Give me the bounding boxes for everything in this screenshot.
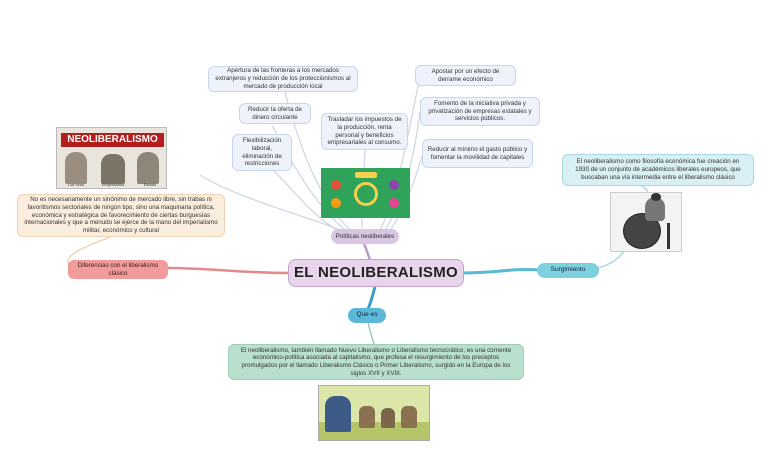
- politica-item[interactable]: Apostar por un efecto de derrame económi…: [415, 65, 516, 86]
- politicas-infographic-image: [321, 168, 410, 218]
- diferencias-text[interactable]: No es necesariamente un sinónimo de merc…: [17, 194, 225, 237]
- cartoon-figure: [101, 154, 125, 184]
- diferencias-node[interactable]: Diferencias con el liberalismo clásico: [68, 260, 168, 279]
- politicas-node[interactable]: Políticas neoliberales: [331, 229, 399, 244]
- politica-item[interactable]: Reducir la oferta de dinero circulante: [239, 103, 311, 124]
- globe-cartoon-image: [610, 192, 682, 252]
- bottom-cartoon-image: [318, 385, 430, 441]
- politica-item[interactable]: Fomento de la iniciativa privada y priva…: [420, 97, 540, 126]
- politica-item[interactable]: Trasladar los impuestos de la producción…: [321, 113, 408, 150]
- cartoon-label: Estado: [143, 182, 157, 187]
- cartoon-figure: [65, 152, 87, 184]
- surgimiento-node[interactable]: Surgimiento: [537, 263, 599, 278]
- neoliberalismo-cartoon-image: NEOLIBERALISMO Los ricos Empresarios Est…: [56, 127, 167, 189]
- politica-item[interactable]: Reducir al mínimo el gasto público y fom…: [422, 139, 533, 168]
- banner-text: NEOLIBERALISMO: [61, 133, 164, 147]
- politica-item[interactable]: Apertura de las fronteras a los mercados…: [208, 66, 358, 92]
- politica-item[interactable]: Flexibilización laboral, eliminación de …: [232, 134, 292, 171]
- que-es-node[interactable]: Que es: [348, 308, 386, 323]
- surgimiento-text[interactable]: El neoliberalismo como filosofía económi…: [562, 154, 754, 186]
- cartoon-label: Empresarios: [101, 182, 125, 187]
- cartoon-figure: [137, 152, 159, 184]
- central-topic[interactable]: EL NEOLIBERALISMO: [288, 259, 464, 287]
- cartoon-label: Los ricos: [67, 182, 84, 187]
- que-es-text[interactable]: El neoliberalismo, también llamado Nuevo…: [228, 344, 524, 380]
